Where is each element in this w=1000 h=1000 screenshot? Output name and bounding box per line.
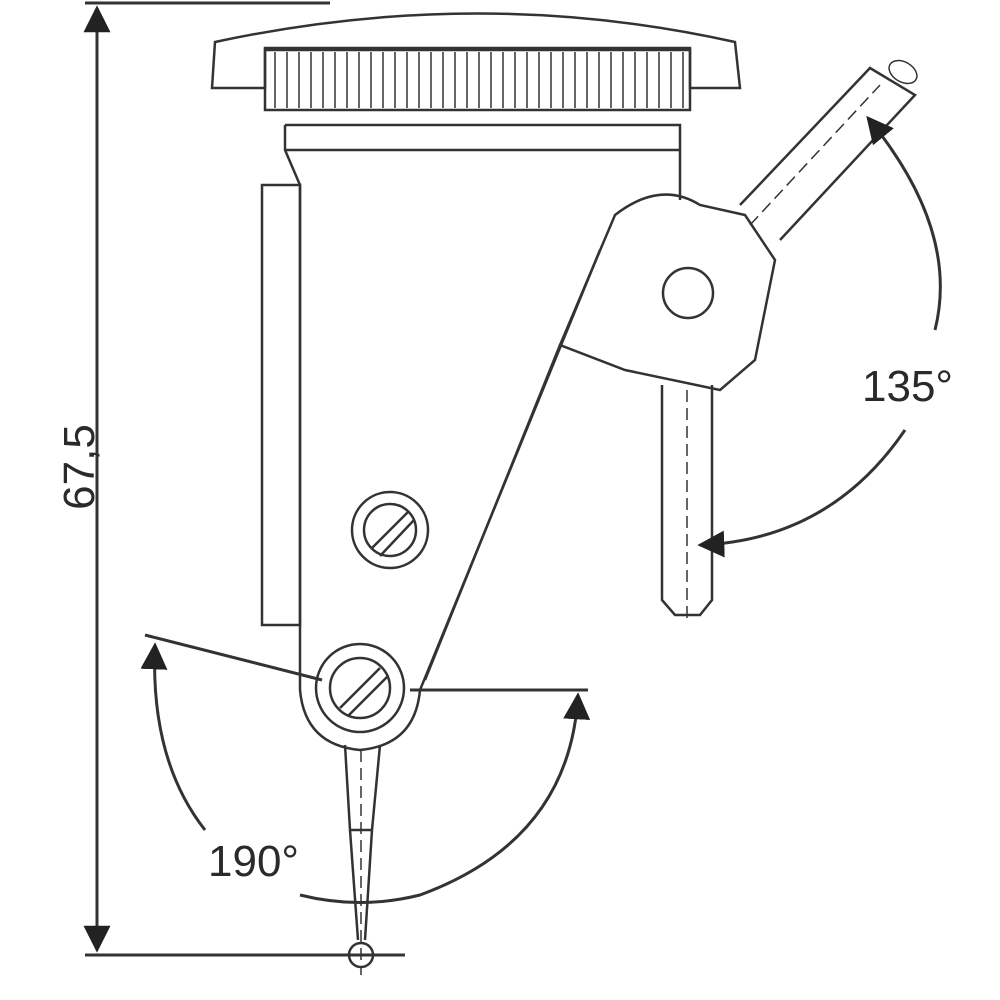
stylus-angle-label: 190°	[208, 837, 300, 886]
indicator-body	[260, 123, 682, 752]
stylus	[343, 744, 382, 975]
angle-135-arc	[697, 115, 942, 558]
stylus-pivot	[314, 642, 406, 734]
clamp-screw	[350, 490, 430, 570]
height-dimension-label: 67,5	[55, 424, 104, 510]
dial-bezel	[210, 12, 742, 112]
angle-190-arc	[140, 633, 591, 904]
swivel-angle-label: 135°	[862, 362, 954, 411]
height-dimension	[83, 1, 405, 957]
swivel-joint	[558, 59, 918, 620]
